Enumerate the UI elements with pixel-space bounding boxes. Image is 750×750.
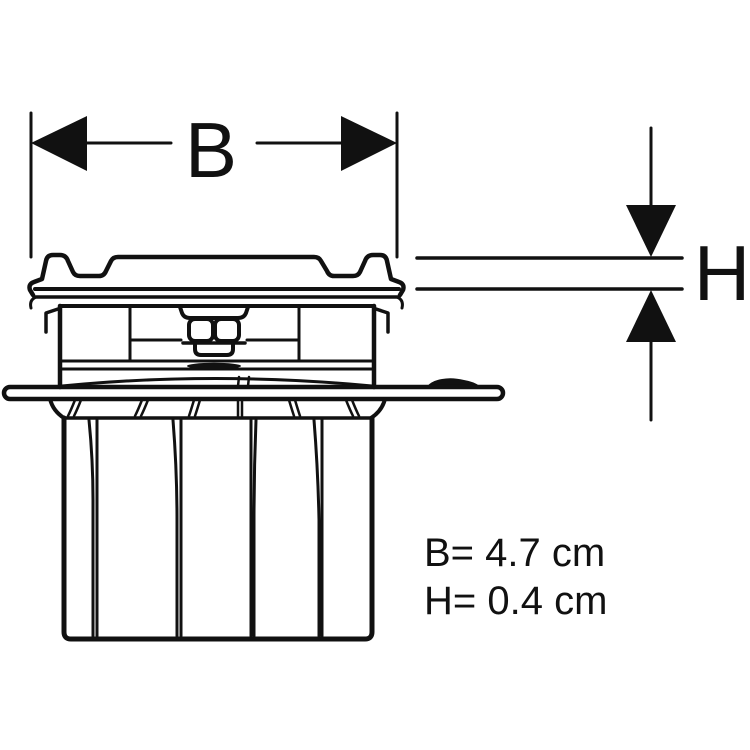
- skirt-edge-right: [369, 397, 387, 420]
- legend-line-b: B= 4.7 cm: [424, 531, 605, 575]
- arrow-right-icon: [341, 116, 397, 171]
- nut-facet-left: [187, 317, 215, 343]
- skirt-ribs-left: [66, 398, 202, 418]
- skirt-ribs-right: [287, 398, 361, 418]
- arrow-up-icon: [626, 290, 676, 342]
- arrow-down-icon: [626, 205, 676, 257]
- housing-ribs: [87, 418, 324, 638]
- cover-plate: [27, 252, 406, 310]
- dimension-h-label: H: [694, 229, 750, 317]
- side-clip-right: [374, 307, 390, 334]
- nut-funnel: [178, 305, 250, 320]
- ribbed-collar: [48, 397, 387, 420]
- nut-washer: [193, 342, 235, 357]
- mounting-flange: [1, 378, 506, 402]
- skirt-edge-left: [48, 397, 66, 420]
- arrow-left-icon: [31, 116, 87, 171]
- membrane-arc: [60, 377, 374, 388]
- dimension-b-label: B: [185, 106, 237, 194]
- rim-hook-left: [29, 295, 38, 310]
- flange-plate: [1, 384, 506, 402]
- housing-outline: [61, 415, 375, 642]
- valve-body: [44, 303, 390, 390]
- part-cross-section: [1, 252, 506, 642]
- drain-housing: [61, 415, 375, 642]
- legend-line-h: H= 0.4 cm: [424, 579, 607, 623]
- dimension-b: B: [29, 106, 399, 259]
- hex-nut-assembly: [178, 305, 250, 370]
- skirt-ribs-center: [236, 398, 244, 419]
- rim-hook-right: [395, 295, 404, 310]
- dimension-legend: B= 4.7 cm H= 0.4 cm: [424, 531, 607, 623]
- membrane-seam: [236, 375, 251, 388]
- side-clip-left: [44, 307, 60, 334]
- nut-facet-right: [213, 317, 241, 343]
- dimension-h: H: [415, 126, 750, 422]
- cover-plate-profile: [27, 252, 406, 298]
- slot-mark: [187, 362, 241, 370]
